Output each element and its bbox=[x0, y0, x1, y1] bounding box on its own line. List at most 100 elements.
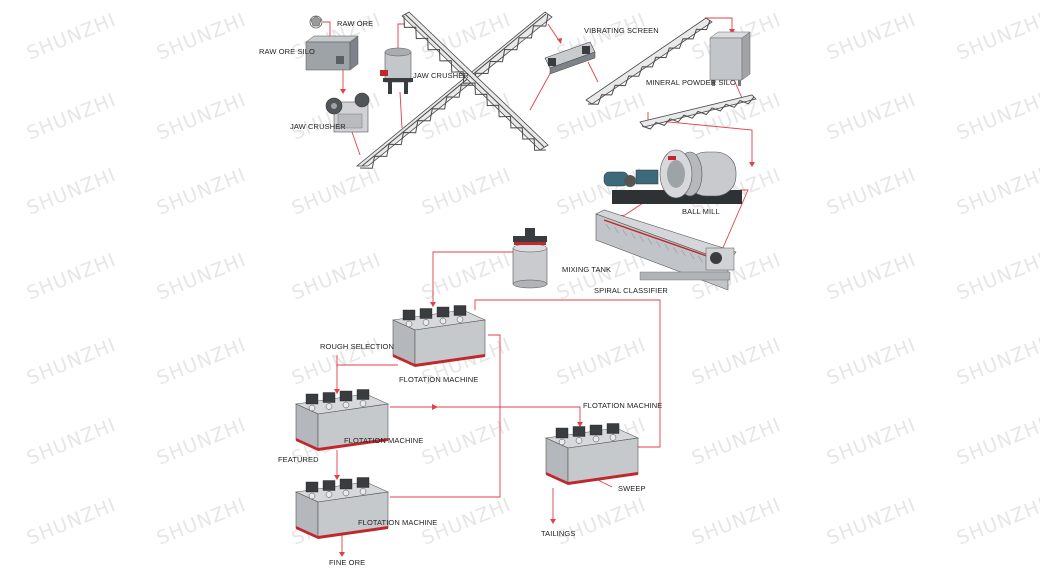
flow-silo-to-conveyor bbox=[734, 81, 743, 99]
spiral-classifier bbox=[595, 209, 737, 291]
flotation-cell-motor bbox=[402, 309, 416, 321]
watermark-text: SHUNZHI bbox=[954, 89, 1040, 145]
watermark-text: SHUNZHI bbox=[154, 494, 250, 550]
flow-raw-ore-to-silo bbox=[323, 21, 331, 40]
flow-bottom-loop bbox=[390, 334, 501, 498]
flow-cone-to-conveyor bbox=[399, 91, 403, 129]
watermark-text: SHUNZHI bbox=[24, 494, 120, 550]
flotation-cell-motor bbox=[305, 393, 319, 405]
watermark-text: SHUNZHI bbox=[824, 89, 920, 145]
label-mixing-tank: MIXING TANK bbox=[562, 265, 611, 274]
flow-ballmill-to-classifier bbox=[721, 189, 749, 251]
watermark-text: SHUNZHI bbox=[154, 164, 250, 220]
flotation-machine-sweep bbox=[544, 423, 640, 485]
ball-mill bbox=[603, 149, 742, 204]
label-mineral-powder-silo: MINERAL POWDER SILO bbox=[646, 78, 736, 87]
flotation-cell-motor bbox=[322, 392, 336, 403]
flotation-cell-motor bbox=[322, 480, 336, 491]
flotation-cell-motor bbox=[356, 389, 370, 400]
label-jaw-crusher-primary: JAW CRUSHER bbox=[290, 122, 346, 131]
watermark-text: SHUNZHI bbox=[954, 334, 1040, 390]
flotation-cell-motor bbox=[305, 481, 319, 493]
watermark-text: SHUNZHI bbox=[824, 249, 920, 305]
label-flotation-machine-fine: FLOTATION MACHINE bbox=[358, 518, 437, 527]
vibrating-screen bbox=[544, 41, 596, 75]
raw-ore-icon bbox=[309, 15, 323, 29]
flotation-cell-impeller bbox=[359, 400, 367, 407]
conveyor-belts bbox=[355, 11, 757, 169]
flow-sweep-label-tick bbox=[597, 479, 613, 488]
conveyor-main-cross-b bbox=[401, 11, 549, 151]
flotation-cell-motor bbox=[436, 306, 450, 318]
watermark-text: SHUNZHI bbox=[689, 89, 785, 145]
mixing-tank bbox=[512, 228, 548, 289]
flotation-cell-impeller bbox=[308, 404, 316, 412]
label-featured: FEATURED bbox=[278, 455, 319, 464]
watermark-text: SHUNZHI bbox=[824, 164, 920, 220]
flotation-cell-motor bbox=[572, 426, 586, 437]
flotation-cell-impeller bbox=[405, 320, 413, 328]
watermark-text: SHUNZHI bbox=[24, 414, 120, 470]
arrowheads bbox=[327, 29, 755, 557]
watermark-text: SHUNZHI bbox=[154, 334, 250, 390]
watermark-text: SHUNZHI bbox=[954, 414, 1040, 470]
flow-jaw-to-conveyor bbox=[351, 131, 361, 156]
label-raw-ore: RAW ORE bbox=[337, 19, 373, 28]
label-flotation-machine-sweep: FLOTATION MACHINE bbox=[583, 401, 662, 410]
watermark-text: SHUNZHI bbox=[824, 334, 920, 390]
watermark-text: SHUNZHI bbox=[554, 334, 650, 390]
watermark-text: SHUNZHI bbox=[24, 9, 120, 65]
flotation-cell-motor bbox=[356, 477, 370, 488]
flotation-machine-featured bbox=[294, 389, 390, 451]
watermark-text: SHUNZHI bbox=[689, 494, 785, 550]
watermark-text: SHUNZHI bbox=[289, 249, 385, 305]
flotation-machine-rough bbox=[391, 305, 487, 367]
flow-mixing-to-rough bbox=[432, 251, 513, 305]
flotation-cell-motor bbox=[339, 390, 353, 402]
watermark-text: SHUNZHI bbox=[824, 9, 920, 65]
watermark-text: SHUNZHI bbox=[154, 9, 250, 65]
mineral-powder-silo bbox=[709, 31, 751, 86]
label-jaw-crusher-secondary: JAW CRUSHER bbox=[413, 71, 469, 80]
flotation-cell-motor bbox=[339, 478, 353, 490]
conveyor-main-cross-a bbox=[355, 11, 553, 169]
flow-screen-return bbox=[529, 69, 553, 111]
label-rough-selection: ROUGH SELECTION bbox=[320, 342, 394, 351]
flotation-cell-motor bbox=[453, 305, 467, 316]
label-fine-ore: FINE ORE bbox=[329, 558, 365, 567]
watermark-text: SHUNZHI bbox=[954, 9, 1040, 65]
flotation-cell-impeller bbox=[422, 319, 430, 326]
label-ball-mill: BALL MILL bbox=[682, 207, 720, 216]
flow-screen-to-powder bbox=[587, 61, 599, 83]
label-spiral-classifier: SPIRAL CLASSIFIER bbox=[594, 286, 668, 295]
flow-conveyor-to-ballmill bbox=[647, 112, 753, 165]
watermark-text: SHUNZHI bbox=[824, 414, 920, 470]
flotation-cell-impeller bbox=[456, 316, 464, 323]
jaw-crusher-secondary bbox=[380, 47, 413, 94]
watermark-text: SHUNZHI bbox=[154, 89, 250, 145]
watermark-text: SHUNZHI bbox=[24, 164, 120, 220]
label-vibrating-screen: VIBRATING SCREEN bbox=[584, 26, 659, 35]
flotation-cell-impeller bbox=[342, 401, 350, 409]
label-raw-ore-silo: RAW ORE SILO bbox=[259, 47, 315, 56]
flotation-cell-motor bbox=[555, 427, 569, 439]
watermark-text: SHUNZHI bbox=[419, 164, 515, 220]
label-flotation-machine-featured: FLOTATION MACHINE bbox=[344, 436, 423, 445]
watermark-text: SHUNZHI bbox=[24, 89, 120, 145]
watermark-text: SHUNZHI bbox=[554, 249, 650, 305]
label-sweep: SWEEP bbox=[618, 484, 646, 493]
flotation-cell-impeller bbox=[609, 434, 617, 441]
flotation-cell-impeller bbox=[359, 488, 367, 495]
flow-to-sweep bbox=[390, 406, 581, 425]
flow-lines bbox=[323, 17, 753, 555]
flotation-machines bbox=[294, 305, 640, 539]
conveyor-ballmill bbox=[639, 94, 757, 130]
watermark-text: SHUNZHI bbox=[554, 494, 650, 550]
flotation-cell-impeller bbox=[558, 438, 566, 446]
flotation-cell-motor bbox=[589, 424, 603, 436]
conveyor-powder bbox=[585, 17, 713, 105]
watermark-text: SHUNZHI bbox=[24, 249, 120, 305]
watermark-text: SHUNZHI bbox=[289, 164, 385, 220]
watermark-text: SHUNZHI bbox=[689, 334, 785, 390]
